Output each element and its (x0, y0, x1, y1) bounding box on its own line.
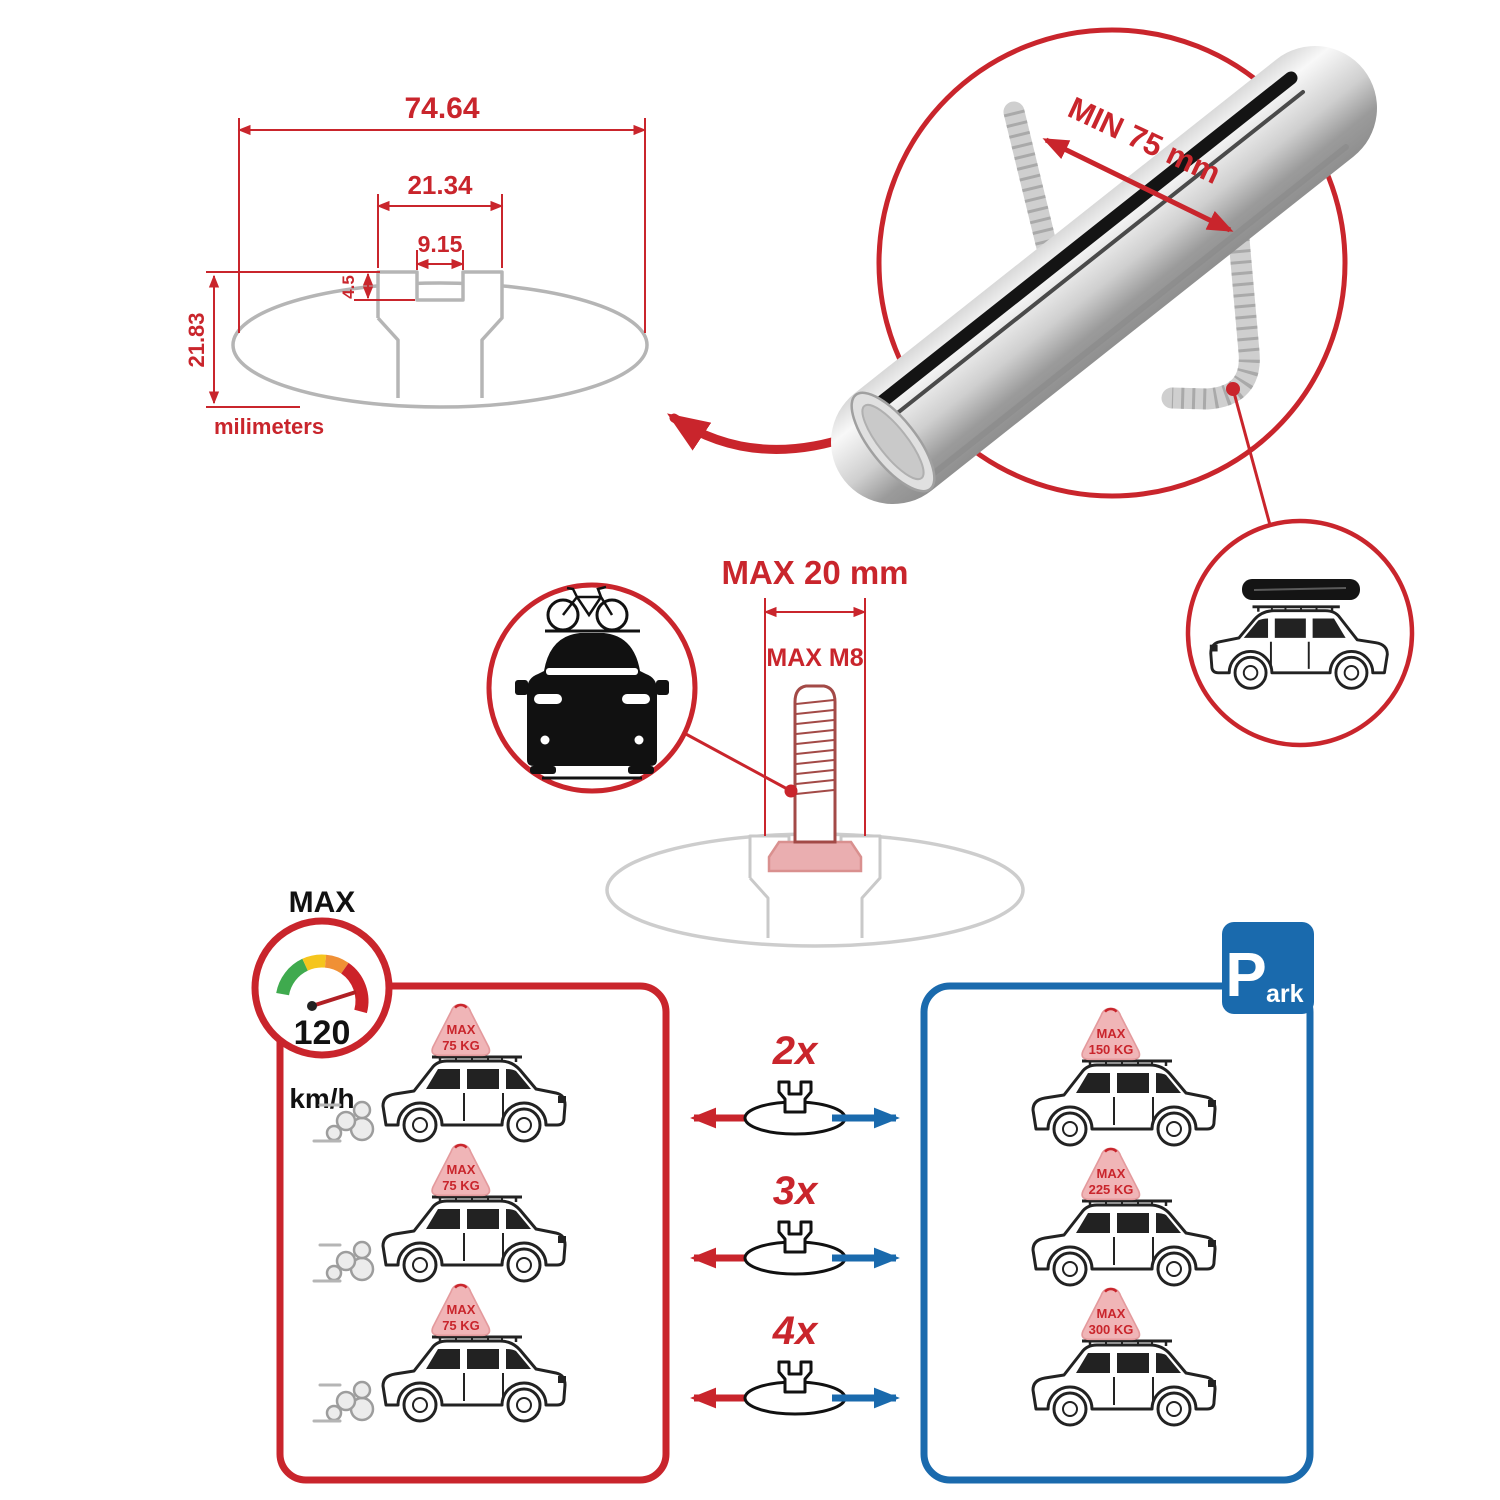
callout-line-to-bolt (683, 731, 792, 793)
tag-label: MAX (1097, 1306, 1126, 1321)
tag-label: MAX (447, 1022, 476, 1037)
tag-label: MAX (447, 1302, 476, 1317)
speed-limit-badge: MAX 120 km/h (251, 886, 393, 1114)
compatibility-rows: 2x 3x 4x (690, 1029, 900, 1416)
crossbar-icon (743, 1220, 847, 1276)
bolt-max-width-label: MAX 20 mm (721, 554, 908, 591)
dim-slot-width: 9.15 (418, 231, 463, 257)
dim-units-label: milimeters (214, 414, 324, 439)
parking-sign-letter: P (1225, 941, 1266, 1010)
car-front-icon (515, 633, 669, 780)
speed-max-label: MAX (289, 886, 356, 919)
dimension-lines (206, 118, 647, 408)
bolt-threads (795, 699, 835, 795)
tag-value: 75 KG (442, 1178, 480, 1193)
tag-value: 150 KG (1089, 1042, 1134, 1057)
tag-value: 225 KG (1089, 1182, 1134, 1197)
driving-cars: MAX 75 KG MAX 75 KG MAX 75 KG (312, 1003, 568, 1423)
dim-channel-width: 21.34 (407, 170, 473, 200)
dim-total-height: 21.83 (184, 312, 209, 367)
multiplier-2x: 2x (772, 1029, 819, 1073)
clamp-strap-left (1003, 101, 1063, 279)
tag-label: MAX (1097, 1026, 1126, 1041)
speed-badge-circle (251, 917, 393, 1059)
tag-label: MAX (447, 1162, 476, 1177)
callout-line-to-car (1231, 388, 1272, 526)
roofbox-car-circle (1185, 518, 1415, 748)
aluminium-bar (831, 46, 1377, 504)
zoom-arrow (667, 413, 857, 454)
bar-detail-circle: MIN 75 mm (831, 27, 1377, 526)
multiplier-4x: 4x (772, 1309, 819, 1353)
tag-value: 300 KG (1089, 1322, 1134, 1337)
dim-lip-height: 4.5 (339, 275, 358, 299)
multiplier-3x: 3x (773, 1169, 819, 1213)
bolt-max-thread-label: MAX M8 (766, 644, 863, 672)
bike-car-circle (486, 582, 792, 794)
gauge-needle (311, 990, 357, 1008)
t-slot-profile-outline (376, 270, 504, 398)
speed-gauge (276, 954, 369, 1014)
tag-label: MAX (1097, 1166, 1126, 1181)
parking-sign-suffix: ark (1266, 980, 1304, 1008)
bike-icon (545, 585, 640, 633)
bolt-shaft (793, 684, 837, 844)
crossbar-icon (743, 1080, 847, 1136)
parking-sign: P ark (1222, 922, 1314, 1014)
bolt-diagram: MAX 20 mm MAX M8 (605, 554, 1025, 948)
clamp-strap-right (1161, 217, 1260, 410)
speed-units: km/h (289, 1083, 354, 1114)
dim-total-width: 74.64 (404, 92, 479, 125)
t-slot-profile-fill (378, 272, 502, 400)
t-bolt-head (767, 840, 863, 873)
tag-value: 75 KG (442, 1038, 480, 1053)
min-span-arrow (1042, 137, 1234, 233)
parking-sign-plate (1222, 922, 1314, 1014)
parked-cars: MAX 150 KG MAX 225 KG MAX 300 KG (1031, 1007, 1218, 1427)
speed-value: 120 (294, 1014, 351, 1052)
bolt-dimension-lines (763, 598, 867, 836)
tag-value: 75 KG (442, 1318, 480, 1333)
rubber-strip (862, 71, 1298, 419)
dimension-diagram: 74.64 21.34 9.15 4.5 21.83 milimeters (184, 92, 857, 454)
crossbar-icon (743, 1360, 847, 1416)
